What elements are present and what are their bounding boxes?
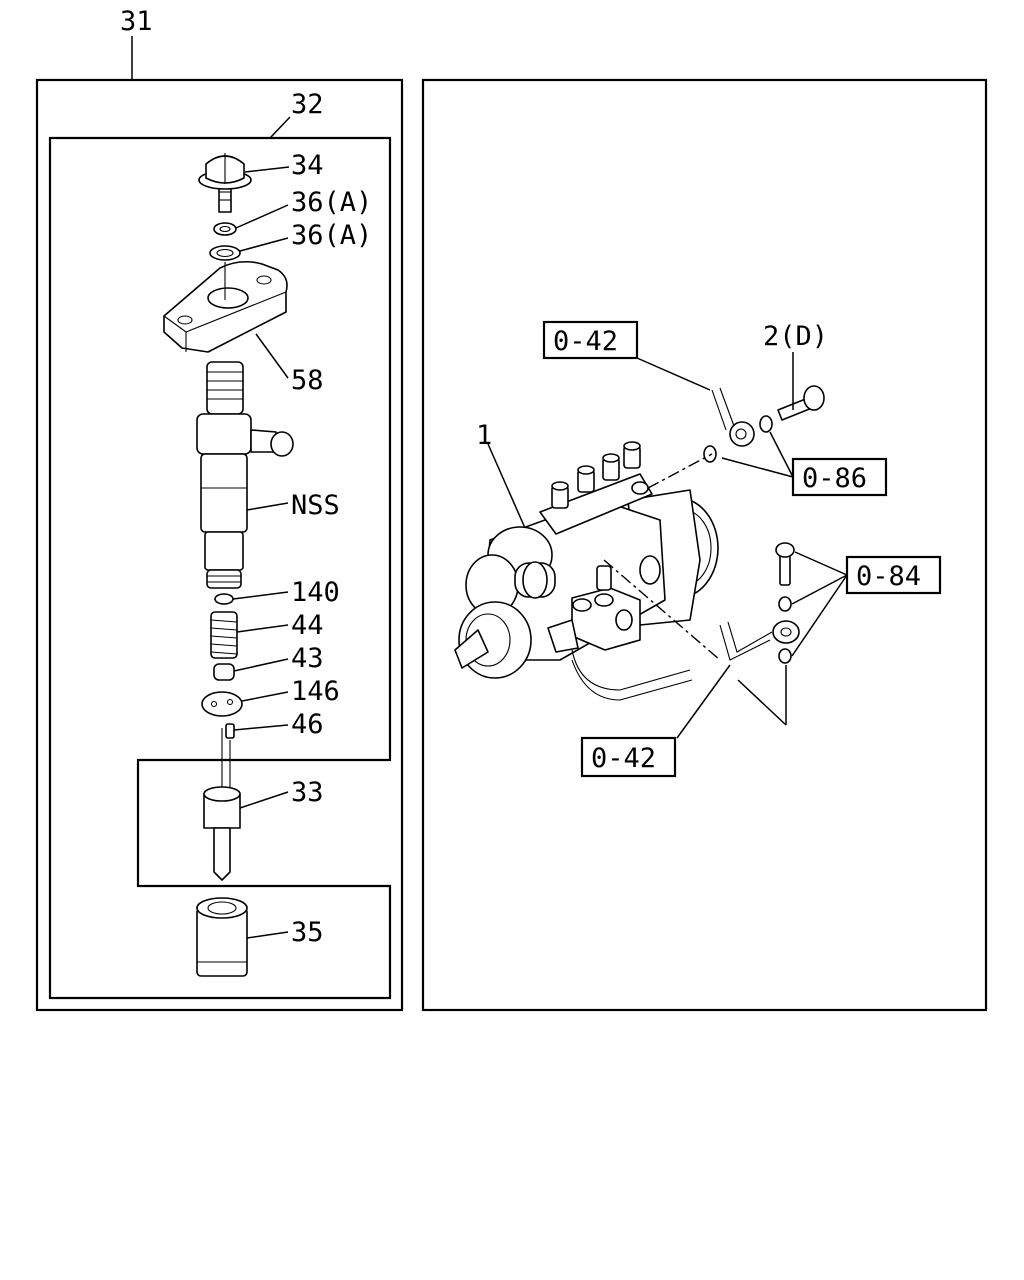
leader-042-bottom-b bbox=[737, 679, 787, 726]
assembly-31-frame bbox=[35, 78, 404, 1012]
leader-36a-lower bbox=[239, 237, 289, 252]
ref-box-086 bbox=[791, 457, 888, 497]
centerline-bottom bbox=[603, 559, 721, 661]
leader-34 bbox=[244, 166, 290, 173]
fuel-pipe-bottom bbox=[719, 624, 771, 661]
label-34: 34 bbox=[291, 150, 324, 181]
leader-084-b bbox=[791, 574, 848, 605]
label-46: 46 bbox=[291, 709, 324, 740]
label-31: 31 bbox=[120, 6, 153, 37]
pump-panel-frame bbox=[421, 78, 988, 1012]
leader-084-a bbox=[794, 551, 848, 576]
leader-32 bbox=[269, 116, 291, 139]
label-32: 32 bbox=[291, 89, 324, 120]
retaining-nut-35 bbox=[196, 897, 248, 977]
leader-042-bottom bbox=[676, 664, 731, 739]
leader-146 bbox=[241, 691, 289, 702]
seat-43 bbox=[213, 663, 235, 681]
label-44: 44 bbox=[291, 610, 324, 641]
disk-146 bbox=[201, 691, 243, 717]
leader-1 bbox=[487, 443, 526, 529]
pump-panel: 1 2(D) 0-42 0-86 0-84 0-42 bbox=[421, 78, 988, 1012]
label-35: 35 bbox=[291, 917, 324, 948]
delivery-valves bbox=[551, 441, 641, 509]
ref-042-top: 0-42 bbox=[553, 326, 618, 357]
assembly-32-frame bbox=[48, 136, 392, 1000]
label-36a-upper: 36(A) bbox=[291, 187, 372, 218]
ref-box-084 bbox=[845, 555, 942, 595]
washer-36a-lower bbox=[209, 245, 241, 261]
label-2d: 2(D) bbox=[763, 321, 828, 352]
ref-box-042-top bbox=[542, 320, 639, 360]
leader-042-top bbox=[636, 357, 711, 391]
banjo-bolt-2d bbox=[777, 385, 825, 421]
label-140: 140 bbox=[291, 577, 340, 608]
label-nss: NSS bbox=[291, 490, 340, 521]
label-146: 146 bbox=[291, 676, 340, 707]
leader-58 bbox=[255, 333, 289, 379]
gasket-086-a bbox=[703, 445, 717, 463]
leader-nss bbox=[246, 502, 289, 511]
ref-042-bottom: 0-42 bbox=[591, 743, 656, 774]
leader-084-c bbox=[791, 574, 848, 657]
pin-46 bbox=[225, 723, 235, 739]
gasket-086-b bbox=[759, 415, 773, 433]
cap-nut-34 bbox=[198, 153, 252, 213]
ref-box-042-bottom bbox=[580, 736, 677, 778]
injector-panel: 31 32 bbox=[35, 6, 404, 1012]
leader-46 bbox=[233, 724, 289, 731]
leader-36a-upper bbox=[235, 204, 289, 229]
label-58: 58 bbox=[291, 365, 324, 396]
ring-140 bbox=[214, 593, 234, 605]
leader-086-a bbox=[721, 457, 794, 478]
leader-086-b bbox=[769, 431, 794, 478]
clamp-58 bbox=[163, 260, 288, 353]
gasket-084-a bbox=[778, 596, 792, 612]
centerline-top bbox=[647, 453, 713, 489]
label-36a-lower: 36(A) bbox=[291, 220, 372, 251]
label-43: 43 bbox=[291, 643, 324, 674]
label-1: 1 bbox=[476, 420, 492, 451]
leader-140 bbox=[232, 591, 289, 600]
leader-33 bbox=[239, 791, 289, 809]
bolt-084 bbox=[775, 542, 795, 586]
label-33: 33 bbox=[291, 777, 324, 808]
fuel-pipe-top bbox=[711, 389, 727, 431]
gasket-084-b bbox=[778, 648, 792, 664]
spring-44 bbox=[210, 611, 238, 659]
injector-body-nss bbox=[196, 361, 294, 589]
ref-084: 0-84 bbox=[856, 561, 921, 592]
injection-pump-1 bbox=[454, 441, 719, 701]
leader-35 bbox=[246, 931, 289, 939]
leader-43 bbox=[233, 658, 289, 672]
ref-086: 0-86 bbox=[802, 463, 867, 494]
nozzle-33 bbox=[203, 728, 241, 881]
washer-36a-upper bbox=[213, 222, 237, 236]
leader-44 bbox=[236, 624, 289, 633]
